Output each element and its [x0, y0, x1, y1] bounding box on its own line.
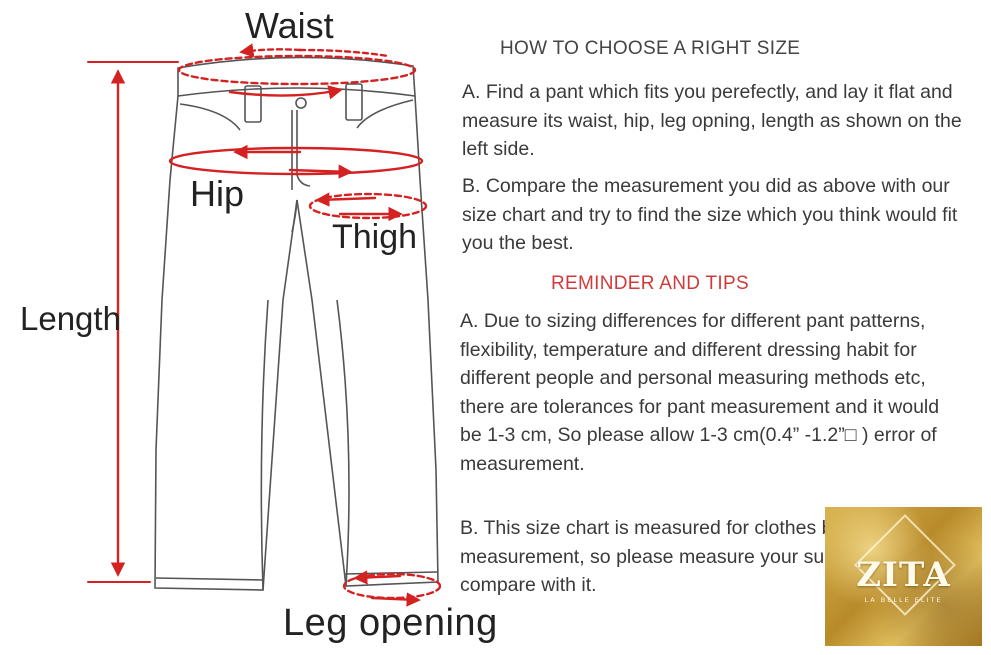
pants-outline: [154, 56, 439, 591]
zita-logo: ZITA LA BELLE ELITE: [825, 507, 982, 646]
hip-ellipse: [168, 146, 424, 176]
waist-arrow-left: [239, 43, 302, 58]
logo-tagline: LA BELLE ELITE: [864, 596, 943, 604]
reminder-tip-a: A. Due to sizing differences for differe…: [460, 310, 940, 475]
size-guide-step-a: A. Find a pant which fits you perefectly…: [462, 81, 962, 160]
hip-arrow-right: [288, 164, 353, 179]
waist-ellipse: [177, 54, 417, 86]
waist-arrow-right: [298, 48, 390, 58]
waist-label: Waist: [245, 5, 334, 46]
leg-opening-label: Leg opening: [283, 602, 498, 644]
waist-arrow-mid: [228, 85, 343, 100]
size-guide-step-b: B. Compare the measurement you did as ab…: [462, 175, 958, 254]
thigh-label: Thigh: [332, 218, 418, 256]
leg-opening-arrow-right: [370, 592, 421, 607]
size-guide-heading: HOW TO CHOOSE A RIGHT SIZE: [500, 38, 801, 59]
measurement-guides: [87, 43, 442, 607]
hip-label: Hip: [190, 173, 245, 214]
logo-brand: ZITA: [856, 555, 951, 595]
reminder-heading: REMINDER AND TIPS: [551, 273, 749, 294]
length-label: Length: [20, 300, 121, 337]
thigh-ellipse: [308, 192, 428, 220]
thigh-arrow-left: [315, 192, 377, 207]
leg-opening-arrow-left: [353, 570, 402, 585]
